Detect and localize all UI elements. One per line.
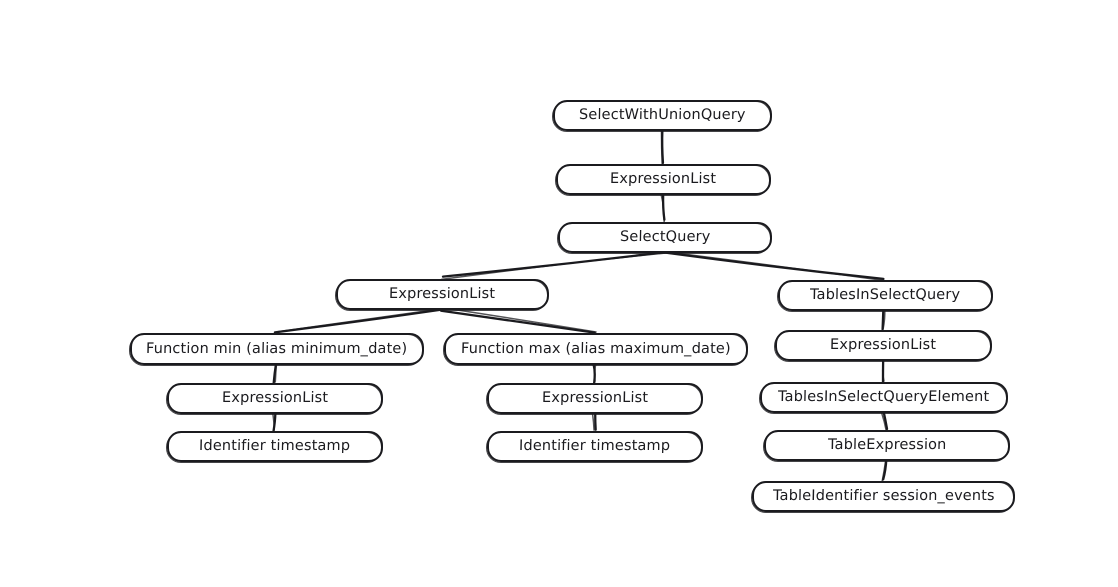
ast-edge — [273, 307, 444, 334]
ast-edge — [660, 128, 665, 166]
ast-node-label: ExpressionList — [221, 390, 329, 407]
ast-edge — [881, 308, 886, 331]
ast-edge — [592, 362, 597, 385]
ast-node[interactable]: Identifier timestamp — [487, 431, 703, 462]
ast-node-label: ExpressionList — [541, 390, 649, 407]
ast-node[interactable]: Function max (alias maximum_date) — [444, 333, 748, 365]
ast-edge — [881, 458, 888, 483]
ast-edge — [881, 409, 889, 431]
ast-node[interactable]: TablesInSelectQueryElement — [760, 382, 1008, 413]
ast-node-label: Identifier timestamp — [199, 438, 351, 455]
ast-edge — [272, 411, 277, 433]
ast-node[interactable]: SelectWithUnionQuery — [553, 100, 772, 131]
ast-node-label: Function max (alias maximum_date) — [460, 340, 732, 357]
ast-node-label: SelectQuery — [619, 229, 711, 246]
ast-node[interactable]: TableExpression — [764, 430, 1010, 461]
ast-edge — [591, 411, 597, 431]
ast-node[interactable]: ExpressionList — [336, 279, 549, 310]
ast-edge — [272, 362, 278, 385]
ast-node-label: SelectWithUnionQuery — [579, 107, 746, 124]
ast-node[interactable]: TableIdentifier session_events — [752, 481, 1015, 512]
ast-node[interactable]: Function min (alias minimum_date) — [130, 333, 424, 365]
ast-node[interactable]: ExpressionList — [775, 330, 992, 361]
ast-node[interactable]: ExpressionList — [487, 383, 703, 414]
ast-node-label: TableExpression — [827, 437, 947, 454]
ast-node-label: ExpressionList — [610, 171, 717, 188]
ast-node-label: Identifier timestamp — [519, 438, 671, 455]
ast-node[interactable]: SelectQuery — [558, 222, 772, 253]
ast-node-label: TableIdentifier session_events — [772, 488, 995, 505]
ast-node[interactable]: TablesInSelectQuery — [778, 280, 993, 311]
ast-edge — [440, 306, 597, 334]
ast-edge — [440, 251, 666, 281]
ast-node[interactable]: ExpressionList — [167, 383, 383, 414]
ast-node-label: ExpressionList — [389, 286, 496, 303]
ast-edge — [662, 251, 885, 282]
ast-node-label: TablesInSelectQuery — [810, 287, 961, 304]
ast-node[interactable]: ExpressionList — [556, 164, 771, 195]
ast-node[interactable]: Identifier timestamp — [167, 431, 383, 462]
ast-edge — [881, 358, 885, 384]
ast-node-label: TablesInSelectQueryElement — [778, 389, 990, 406]
ast-node-label: Function min (alias minimum_date) — [146, 340, 408, 357]
ast-node-label: ExpressionList — [830, 337, 937, 354]
ast-edge — [660, 192, 666, 223]
